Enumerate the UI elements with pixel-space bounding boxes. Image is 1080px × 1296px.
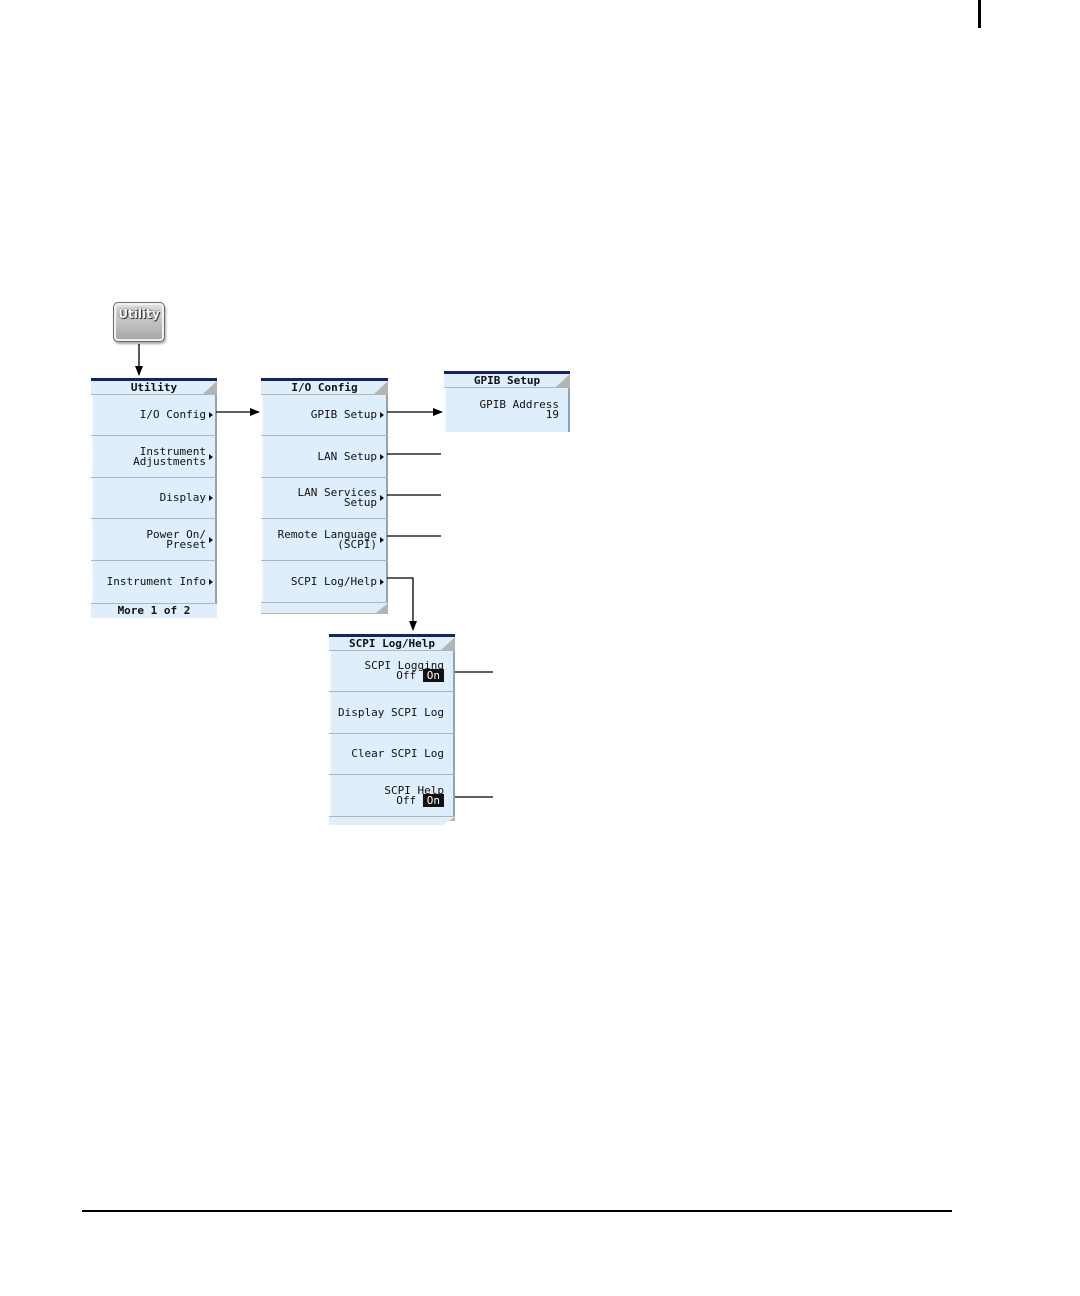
empty-key (329, 817, 455, 825)
submenu-arrow-icon (209, 536, 213, 543)
submenu-arrow-icon (380, 495, 384, 501)
gpib-setup-key[interactable]: GPIB Setup (261, 395, 388, 435)
lan-services-label-1: LAN Services (297, 486, 377, 499)
scpi-log-help-key[interactable]: SCPI Log/Help (261, 561, 388, 602)
instrument-info-key[interactable]: Instrument Info (91, 561, 217, 603)
empty-key (261, 603, 388, 613)
submenu-arrow-icon (209, 495, 213, 501)
submenu-arrow-icon (380, 453, 384, 460)
gpib-address-key[interactable]: GPIB Address 19 (444, 388, 570, 432)
display-scpi-log-key[interactable]: Display SCPI Log (329, 692, 455, 733)
submenu-arrow-icon (209, 453, 213, 460)
gpib-setup-menu: GPIB Setup GPIB Address 19 (444, 371, 570, 432)
instrument-adjustments-label-1: Instrument (139, 444, 206, 458)
utility-menu: Utility I/O Config Instrument Adjustment… (91, 378, 217, 618)
display-key[interactable]: Display (91, 478, 217, 518)
submenu-arrow-icon (209, 579, 213, 585)
clear-scpi-log-label: Clear SCPI Log (351, 747, 444, 760)
gpib-address-value: 19 (545, 408, 559, 421)
display-scpi-log-label: Display SCPI Log (338, 705, 444, 719)
instrument-adjustments-key[interactable]: Instrument Adjustments (91, 436, 217, 477)
power-on-preset-key[interactable]: Power On/ Preset (91, 519, 217, 560)
instrument-adjustments-label-2: Adjustments (133, 454, 206, 468)
gpib-address-label: GPIB Address (479, 398, 559, 411)
remote-language-label-1: Remote Language (277, 527, 377, 541)
scpi-help-on: On (422, 793, 444, 807)
display-label: Display (159, 491, 206, 504)
lan-setup-label: LAN Setup (317, 449, 377, 463)
lan-services-setup-key[interactable]: LAN Services Setup (261, 478, 388, 518)
gpib-setup-menu-title: GPIB Setup (444, 374, 570, 387)
scpi-logging-toggle: Off On (396, 669, 444, 682)
submenu-arrow-icon (380, 578, 384, 585)
power-on-preset-label-1: Power On/ (146, 527, 206, 541)
scpi-log-help-menu: SCPI Log/Help SCPI Logging Off On Displa… (329, 634, 455, 821)
remote-language-key[interactable]: Remote Language (SCPI) (261, 519, 388, 560)
scpi-logging-off: Off (396, 669, 417, 682)
submenu-arrow-icon (380, 536, 384, 543)
scpi-help-off: Off (396, 793, 417, 807)
more-page-indicator[interactable]: More 1 of 2 (91, 604, 217, 618)
utility-hard-key-label: Utility (118, 307, 160, 321)
io-config-label: I/O Config (139, 408, 206, 421)
lan-setup-key[interactable]: LAN Setup (261, 436, 388, 477)
lan-services-label-2: Setup (343, 496, 377, 509)
bottom-rule (82, 1210, 952, 1212)
scpi-logging-key[interactable]: SCPI Logging Off On (329, 651, 455, 691)
submenu-arrow-icon (209, 412, 213, 418)
utility-menu-title: Utility (91, 381, 217, 394)
scpi-logging-label: SCPI Logging (364, 659, 444, 672)
utility-hard-key[interactable]: Utility (113, 302, 165, 342)
io-config-menu-title: I/O Config (261, 381, 388, 394)
scpi-help-label: SCPI Help (384, 783, 444, 797)
remote-language-label-2: (SCPI) (337, 537, 377, 551)
submenu-arrow-icon (380, 412, 384, 418)
scpi-log-help-menu-title: SCPI Log/Help (329, 637, 455, 650)
scpi-help-key[interactable]: SCPI Help Off On (329, 775, 455, 816)
arrow-scpi-log-help-to-menu (387, 577, 417, 631)
gpib-setup-label: GPIB Setup (310, 408, 377, 421)
io-config-key[interactable]: I/O Config (91, 395, 217, 435)
scpi-log-help-label: SCPI Log/Help (290, 574, 377, 588)
io-config-menu: I/O Config GPIB Setup LAN Setup LAN Serv… (261, 378, 388, 614)
scpi-logging-on: On (422, 669, 444, 682)
instrument-info-label: Instrument Info (106, 575, 206, 588)
clear-scpi-log-key[interactable]: Clear SCPI Log (329, 734, 455, 774)
scpi-help-toggle: Off On (396, 793, 444, 807)
power-on-preset-label-2: Preset (166, 537, 206, 551)
top-rule (978, 0, 981, 28)
